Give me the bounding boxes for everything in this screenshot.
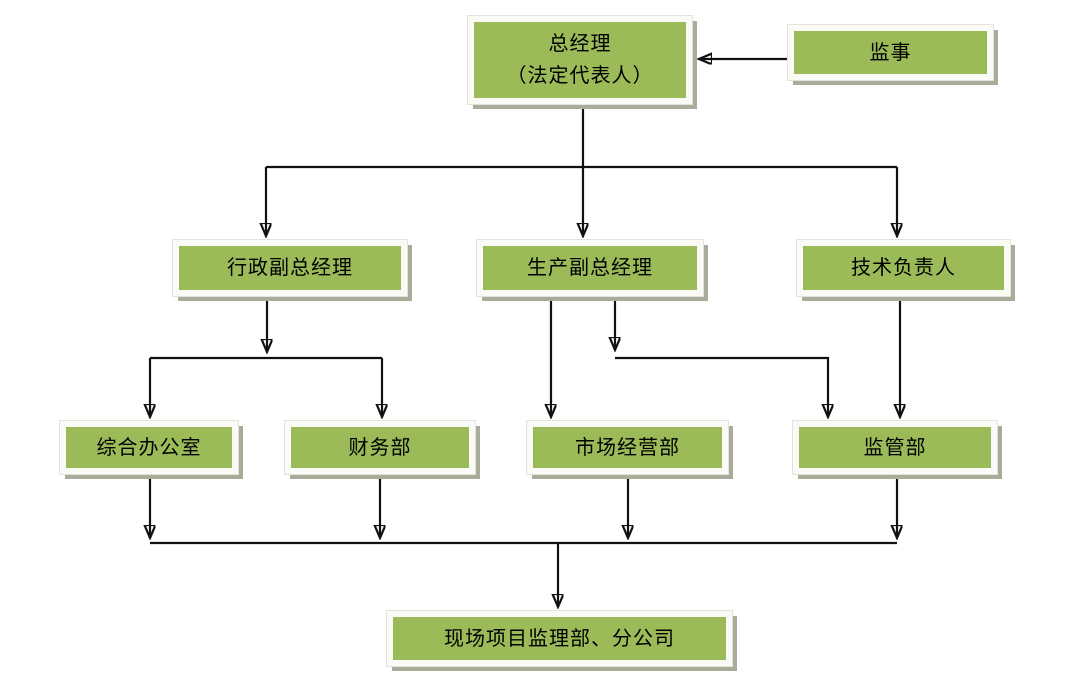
node-finance-dept-label: 财务部 <box>348 436 412 459</box>
node-site-supervision-branch: 现场项目监理部、分公司 <box>386 610 733 667</box>
node-general-office: 综合办公室 <box>59 420 239 475</box>
node-production-vice-gm: 生产副总经理 <box>476 239 704 297</box>
node-regulation-dept: 监管部 <box>792 420 998 475</box>
node-admin-vice-gm: 行政副总经理 <box>172 239 408 297</box>
node-admin-vice-gm-label: 行政副总经理 <box>227 257 353 279</box>
edge-production-regulation <box>615 356 828 417</box>
node-technical-lead-label: 技术负责人 <box>851 257 956 279</box>
node-general-manager: 总经理 （法定代表人） <box>467 15 693 105</box>
node-site-supervision-branch-label: 现场项目监理部、分公司 <box>444 627 675 650</box>
node-marketing-dept: 市场经营部 <box>526 420 729 475</box>
node-technical-lead: 技术负责人 <box>796 239 1011 297</box>
node-general-manager-label: 总经理 <box>548 33 612 55</box>
node-finance-dept: 财务部 <box>284 420 476 475</box>
node-regulation-dept-label: 监管部 <box>863 436 927 459</box>
node-general-manager-sublabel: （法定代表人） <box>506 65 654 87</box>
node-marketing-dept-label: 市场经营部 <box>575 436 680 459</box>
node-supervisor-label: 监事 <box>869 41 912 64</box>
node-general-office-label: 综合办公室 <box>96 436 202 459</box>
node-supervisor: 监事 <box>787 24 994 81</box>
node-production-vice-gm-label: 生产副总经理 <box>527 257 653 279</box>
